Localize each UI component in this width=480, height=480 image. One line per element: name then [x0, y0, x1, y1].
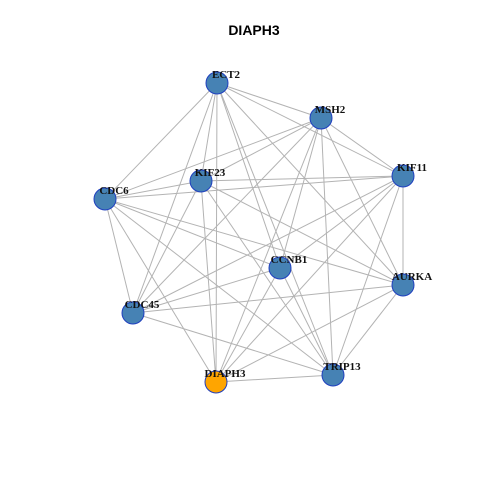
node-label-trip13: TRIP13 [323, 361, 361, 373]
edge-msh2-aurka [320, 117, 404, 286]
edge-ccnb1-trip13 [279, 267, 334, 376]
node-circle-ccnb1 [268, 256, 292, 280]
node-aurka: AURKA [391, 271, 432, 297]
edge-aurka-diaph3 [215, 284, 404, 383]
edge-kif11-diaph3 [215, 175, 404, 383]
edge-cdc6-diaph3 [104, 198, 217, 383]
node-trip13: TRIP13 [321, 361, 361, 387]
node-cdc45: CDC45 [121, 299, 160, 325]
edge-aurka-cdc45 [132, 284, 404, 314]
edge-ect2-diaph3 [215, 82, 218, 383]
edge-cdc45-trip13 [132, 312, 334, 376]
edge-ect2-cdc6 [104, 82, 218, 200]
edge-diaph3-trip13 [215, 374, 334, 383]
node-circle-diaph3 [204, 370, 228, 394]
edges-layer [104, 82, 404, 383]
node-label-msh2: MSH2 [315, 104, 346, 116]
edge-kif23-diaph3 [200, 180, 217, 383]
node-label-ccnb1: CCNB1 [271, 254, 308, 266]
edge-msh2-kif11 [320, 117, 404, 177]
edge-aurka-trip13 [332, 284, 404, 376]
node-label-kif11: KIF11 [397, 162, 427, 174]
edge-kif11-kif23 [200, 175, 404, 182]
edge-cdc6-ccnb1 [104, 198, 281, 269]
edge-msh2-trip13 [320, 117, 334, 376]
edge-ccnb1-diaph3 [215, 267, 281, 383]
node-ccnb1: CCNB1 [268, 254, 308, 280]
edge-ect2-trip13 [216, 82, 334, 376]
edge-kif23-trip13 [200, 180, 334, 376]
edge-msh2-diaph3 [215, 117, 322, 383]
edge-kif11-cdc6 [104, 175, 404, 200]
node-kif23: KIF23 [189, 167, 226, 193]
node-ect2: ECT2 [205, 69, 241, 95]
edge-ect2-cdc45 [132, 82, 218, 314]
node-circle-kif23 [189, 169, 213, 193]
node-label-kif23: KIF23 [195, 167, 226, 179]
node-circle-kif11 [391, 164, 415, 188]
node-msh2: MSH2 [309, 104, 346, 130]
node-label-cdc45: CDC45 [125, 299, 160, 311]
edge-kif23-cdc6 [104, 180, 202, 200]
edge-msh2-cdc45 [132, 117, 322, 314]
node-circle-trip13 [321, 363, 345, 387]
node-circle-msh2 [309, 106, 333, 130]
edge-kif11-ccnb1 [279, 175, 404, 269]
edge-ect2-ccnb1 [216, 82, 281, 269]
edge-cdc6-cdc45 [104, 198, 134, 314]
graph-title: DIAPH3 [228, 22, 280, 38]
edge-kif11-trip13 [332, 175, 404, 376]
edge-ect2-aurka [216, 82, 404, 286]
edge-kif11-cdc45 [132, 175, 404, 314]
edge-msh2-kif23 [200, 117, 322, 182]
edge-msh2-ccnb1 [279, 117, 322, 269]
edge-cdc6-aurka [104, 198, 404, 286]
node-cdc6: CDC6 [93, 185, 129, 211]
node-circle-aurka [391, 273, 415, 297]
edge-ect2-msh2 [216, 82, 322, 119]
edge-kif23-aurka [200, 180, 404, 286]
node-label-cdc6: CDC6 [99, 185, 129, 197]
node-kif11: KIF11 [391, 162, 427, 188]
node-circle-ect2 [205, 71, 229, 95]
edge-msh2-cdc6 [104, 117, 322, 200]
node-label-ect2: ECT2 [212, 69, 241, 81]
node-circle-cdc6 [93, 187, 117, 211]
node-label-aurka: AURKA [392, 271, 432, 283]
node-circle-cdc45 [121, 301, 145, 325]
node-label-diaph3: DIAPH3 [205, 368, 246, 380]
edge-ect2-kif23 [200, 82, 218, 182]
node-diaph3: DIAPH3 [204, 368, 246, 394]
edge-ccnb1-cdc45 [132, 267, 281, 314]
